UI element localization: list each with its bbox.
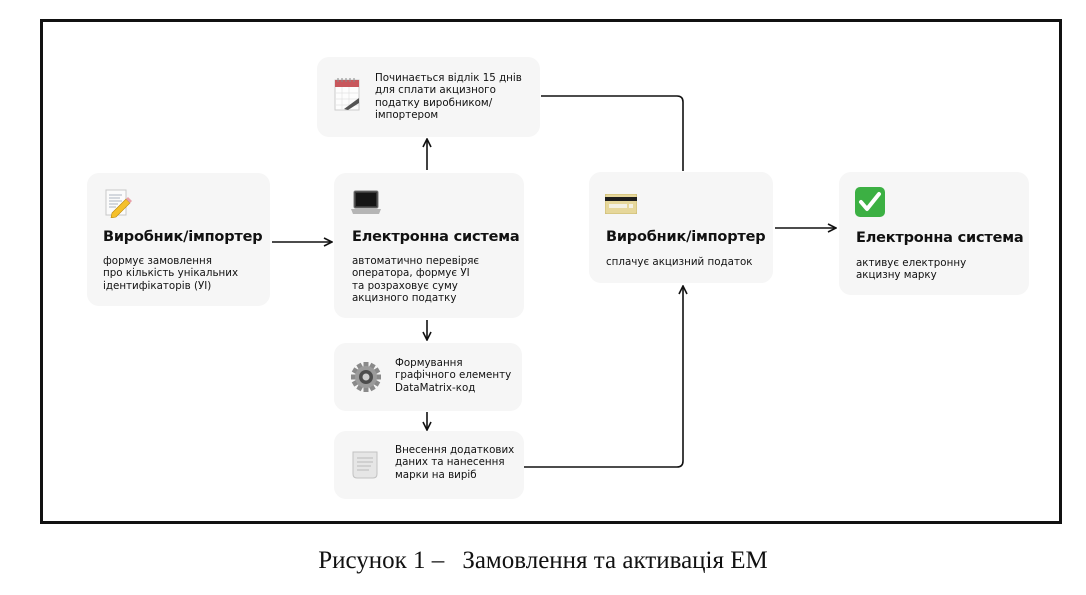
node-description: Формування графічного елементу DataMatri… bbox=[395, 357, 512, 394]
gear-icon bbox=[351, 362, 381, 392]
node-description: активує електронну акцизну марку bbox=[856, 257, 967, 282]
node-description: автоматично перевіряє оператора, формує … bbox=[352, 255, 480, 304]
calendar-icon bbox=[334, 78, 360, 111]
node-producer-order: Виробник/імпортер формує замовлення про … bbox=[87, 173, 270, 306]
node-marking: Внесення додаткових даних та нанесення м… bbox=[334, 431, 524, 499]
memo-pencil-icon bbox=[105, 189, 132, 218]
node-title: Виробник/імпортер bbox=[103, 229, 263, 245]
node-description: Внесення додаткових даних та нанесення м… bbox=[395, 444, 515, 481]
node-title: Електронна система bbox=[856, 230, 1024, 246]
node-description: сплачує акцизний податок bbox=[606, 256, 753, 268]
node-datamatrix: Формування графічного елементу DataMatri… bbox=[334, 343, 522, 411]
check-mark-icon bbox=[855, 187, 885, 217]
node-description: формує замовлення про кількість унікальн… bbox=[103, 255, 239, 292]
laptop-icon bbox=[351, 190, 381, 214]
node-system-activate: Електронна система активує електронну ак… bbox=[839, 172, 1029, 295]
node-countdown: Починається відлік 15 днів для сплати ак… bbox=[317, 57, 540, 137]
node-description: Починається відлік 15 днів для сплати ак… bbox=[375, 72, 522, 121]
credit-card-icon bbox=[605, 194, 637, 214]
node-producer-pay: Виробник/імпортер сплачує акцизний подат… bbox=[589, 172, 773, 283]
node-system-check: Електронна система автоматично перевіряє… bbox=[334, 173, 524, 318]
node-title: Електронна система bbox=[352, 229, 520, 245]
node-title: Виробник/імпортер bbox=[606, 229, 766, 245]
caption-label: Рисунок 1 – bbox=[318, 547, 445, 574]
figure-caption: Рисунок 1 – Замовлення та активація ЕМ bbox=[0, 547, 1086, 575]
figure-frame bbox=[40, 19, 1062, 524]
document-scroll-icon bbox=[352, 451, 378, 479]
caption-text: Замовлення та активація ЕМ bbox=[462, 547, 768, 574]
